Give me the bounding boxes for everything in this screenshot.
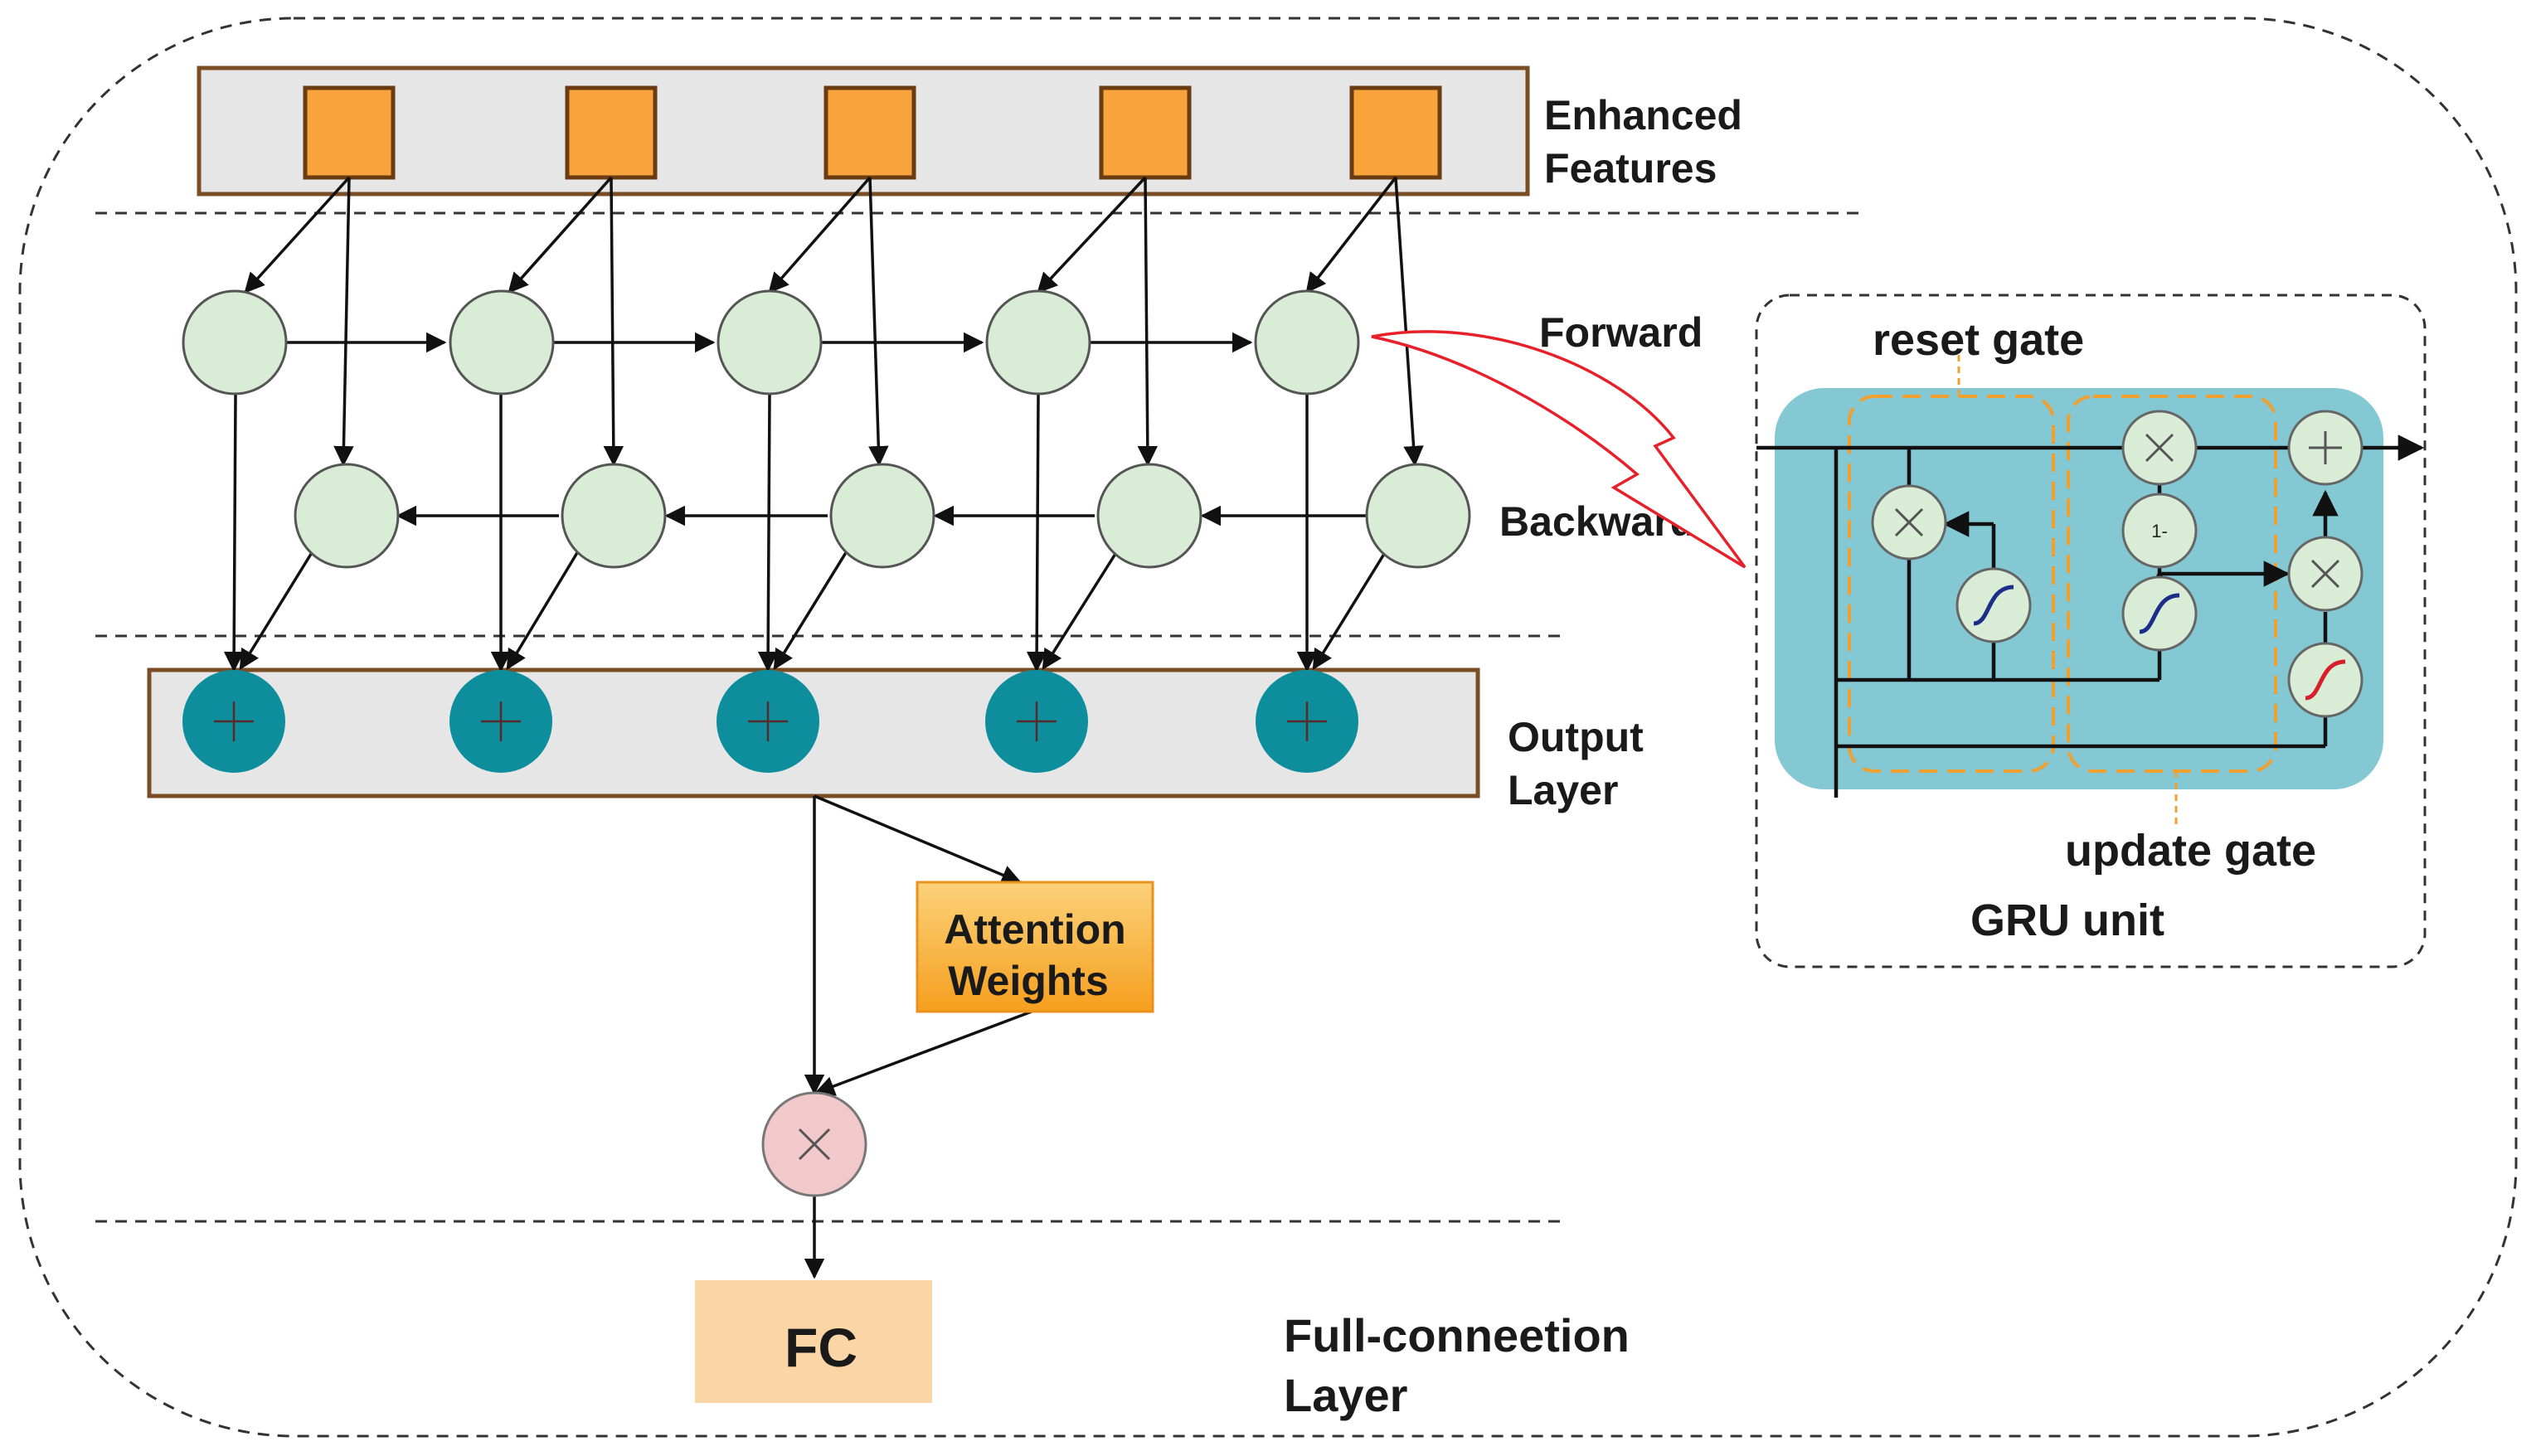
feature-arrows [244,176,1424,467]
backward-node-2 [561,463,667,569]
backward-node-5 [1365,463,1471,569]
gru-unit-title: GRU unit [1970,895,2164,945]
attention-weights-box [916,881,1154,1013]
forward-node-5 [1254,289,1360,396]
candidate-multiply-node [2287,536,2364,612]
forward-node-1 [182,289,288,396]
attention-label-1: Attention [944,906,1125,953]
multiply-icon [798,1128,831,1161]
plus-icon [2309,431,2342,464]
attention-arrows [804,794,1032,1279]
multiply-icon [2145,433,2174,463]
update-gate-region [2067,395,2277,773]
reset-gate-region [1848,395,2055,773]
enhanced-features-label-1: Enhanced [1544,92,1742,138]
multiply-icon [2310,559,2340,589]
enhanced-features-label-2: Features [1544,145,1717,192]
backward-node-3 [829,463,935,569]
feature-square-1 [303,85,396,180]
output-node-1 [182,670,285,773]
output-node-4 [985,670,1088,773]
output-layer-label-2: Layer [1508,767,1618,813]
reset-gate-label: reset gate [1873,315,2084,365]
gru-unit-panel [1755,294,2427,968]
backward-node-4 [1096,463,1202,569]
update-gate-label: update gate [2065,826,2316,876]
output-node-3 [717,670,819,773]
enhanced-features-band [197,66,1530,197]
output-node-5 [1256,670,1358,773]
forward-node-2 [449,289,555,396]
feature-square-4 [1099,85,1192,180]
backward-node-1 [294,463,400,569]
reset-multiply-node [1871,484,1947,561]
output-node-2 [449,670,552,773]
outer-frame [18,17,2518,1438]
feature-square-5 [1349,85,1442,180]
output-add-node [2287,410,2364,486]
forward-layer [182,289,1360,396]
fc-label: FC [785,1317,857,1378]
feature-square-2 [565,85,658,180]
backward-layer [294,463,1471,569]
fc-box [695,1280,932,1403]
output-layer-label-1: Output [1508,714,1644,760]
update-sigmoid-node [2121,575,2198,652]
multiply-icon [1894,507,1924,537]
full-connection-label-1: Full-conneetion [1284,1309,1630,1361]
gru-cell-body [1775,388,2383,789]
one-minus-node: 1- [2121,493,2198,569]
reset-sigmoid-node [1955,567,2032,643]
feature-square-3 [823,85,916,180]
tanh-icon [2305,659,2346,701]
to-output-arrows [223,394,1390,672]
one-minus-label: 1- [2151,521,2168,541]
gru-pointer-arrow [1371,330,1747,569]
sigmoid-icon [1973,585,2014,626]
forward-node-4 [985,289,1091,396]
output-nodes [182,670,1358,773]
full-connection-label-2: Layer [1284,1369,1407,1421]
attention-label-2: Weights [948,958,1109,1004]
forward-label: Forward [1539,309,1703,356]
multiply-node [761,1091,867,1197]
tanh-node [2287,642,2364,718]
update-multiply-node [2121,410,2198,486]
forward-node-3 [717,289,823,396]
sigmoid-icon [2139,593,2180,634]
